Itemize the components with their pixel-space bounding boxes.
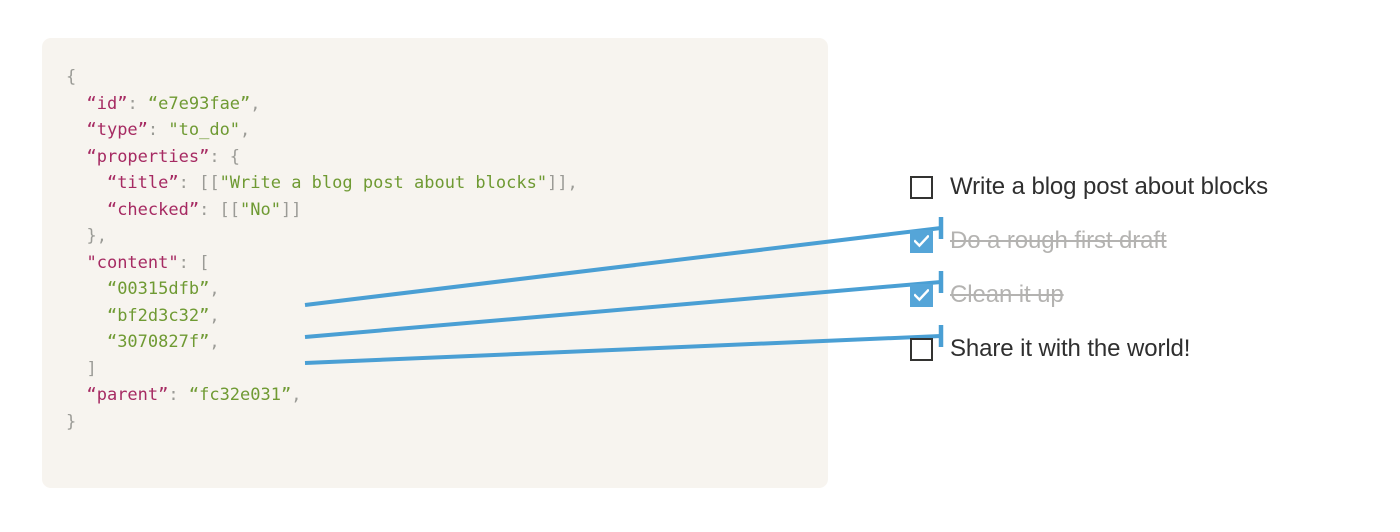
- json-token-punc: ,: [240, 120, 251, 140]
- json-token-punc: ,: [250, 93, 261, 114]
- json-code-line: {: [66, 64, 578, 91]
- json-token-key: "content": [86, 252, 179, 273]
- json-token-punc: },: [86, 226, 107, 246]
- json-code-line: “properties”: {: [66, 144, 578, 171]
- json-token-key: “checked”: [106, 199, 200, 220]
- json-token-punc: ]: [86, 358, 97, 379]
- json-token-key: “title”: [106, 173, 179, 193]
- json-token-punc: ,: [209, 305, 220, 326]
- json-code-line: “parent”: “fc32e031”,: [66, 382, 578, 409]
- checklist-item-label: Write a blog post about blocks: [950, 173, 1269, 200]
- json-token-key: “type”: [86, 120, 148, 140]
- json-token-punc: ]],: [547, 173, 578, 193]
- json-token-punc: ,: [209, 332, 220, 352]
- json-token-str: “3070827f”: [106, 332, 210, 352]
- checklist-row: Do a rough first draft: [910, 214, 1340, 268]
- json-code-line: “type”: "to_do",: [66, 117, 578, 144]
- json-token-key: “id”: [86, 93, 128, 114]
- json-token-punc: :: [168, 385, 189, 405]
- json-token-punc: ,: [209, 279, 220, 299]
- json-token-punc: :: [127, 93, 148, 114]
- json-token-str: "to_do": [168, 120, 241, 140]
- json-token-str: “00315dfb”: [106, 279, 210, 299]
- checkbox-unchecked-icon[interactable]: [910, 175, 933, 199]
- json-code-line: },: [66, 223, 578, 250]
- json-token-key: “parent”: [86, 385, 169, 405]
- json-code-line: “bf2d3c32”,: [66, 303, 578, 330]
- json-code-line: “00315dfb”,: [66, 276, 578, 303]
- json-token-punc: : [[: [178, 173, 220, 193]
- json-code-line: “checked”: [["No"]]: [66, 197, 578, 224]
- json-code-line: “id”: “e7e93fae”,: [66, 91, 578, 118]
- json-token-punc: }: [66, 411, 77, 432]
- json-token-punc: : {: [209, 146, 241, 167]
- json-code-line: }: [66, 409, 578, 436]
- checkbox-checked-icon[interactable]: [910, 283, 933, 307]
- checklist-item-label: Do a rough first draft: [950, 227, 1167, 254]
- json-token-str: "No": [240, 199, 281, 220]
- checkbox-unchecked-icon[interactable]: [910, 337, 933, 361]
- json-code-line: ]: [66, 356, 578, 383]
- checklist-item-label: Share it with the world!: [950, 335, 1191, 362]
- json-code-line: “title”: [["Write a blog post about bloc…: [66, 170, 578, 197]
- json-token-key: “properties”: [86, 146, 210, 167]
- json-token-punc: ,: [291, 385, 302, 405]
- json-token-punc: : [: [178, 252, 210, 273]
- json-token-punc: ]]: [280, 199, 302, 220]
- json-token-str: “bf2d3c32”: [106, 305, 210, 326]
- checklist-row: Share it with the world!: [910, 322, 1340, 376]
- check-tick-icon: [914, 288, 929, 301]
- checklist-row: Write a blog post about blocks: [910, 160, 1340, 214]
- json-code-text: { “id”: “e7e93fae”, “type”: "to_do", “pr…: [66, 64, 578, 435]
- json-code-line: "content": [: [66, 250, 578, 277]
- checklist-item-label: Clean it up: [950, 281, 1064, 308]
- json-token-str: “fc32e031”: [188, 385, 292, 405]
- json-token-punc: :: [147, 120, 169, 140]
- json-token-punc: : [[: [199, 199, 241, 220]
- json-code-block: { “id”: “e7e93fae”, “type”: "to_do", “pr…: [42, 38, 828, 488]
- todo-checklist: Write a blog post about blocks Do a rough…: [910, 160, 1340, 376]
- checklist-row: Clean it up: [910, 268, 1340, 322]
- check-tick-icon: [914, 234, 929, 247]
- checkbox-checked-icon[interactable]: [910, 229, 933, 253]
- json-token-punc: {: [66, 67, 77, 87]
- json-code-line: “3070827f”,: [66, 329, 578, 356]
- json-token-str: “e7e93fae”: [147, 93, 251, 114]
- json-token-str: "Write a blog post about blocks": [219, 173, 548, 193]
